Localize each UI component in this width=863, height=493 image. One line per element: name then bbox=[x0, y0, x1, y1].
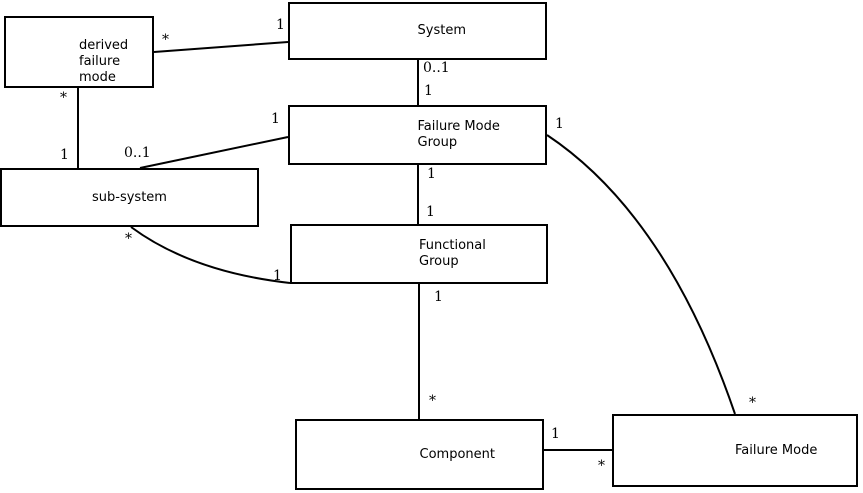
class-box-label: System bbox=[417, 23, 466, 38]
class-box-label: Functional Group bbox=[419, 238, 486, 269]
edge-failure-mode-group-to-failure-mode bbox=[546, 134, 736, 415]
class-box-functional-group: Functional Group bbox=[290, 224, 548, 284]
multiplicity-label: 1 bbox=[271, 111, 280, 127]
multiplicity-label: 0..1 bbox=[124, 145, 151, 161]
multiplicity-label: * bbox=[598, 458, 605, 474]
class-box-label: derived failure mode bbox=[79, 38, 129, 85]
multiplicity-label: 1 bbox=[273, 268, 282, 284]
multiplicity-label: 1 bbox=[555, 116, 564, 132]
class-box-component: Component bbox=[295, 419, 544, 490]
multiplicity-label: 1 bbox=[424, 83, 433, 99]
class-box-label: Failure Mode bbox=[735, 442, 818, 458]
edge-sub-system-to-functional-group bbox=[130, 226, 291, 284]
class-box-derived-failure-mode: derived failure mode bbox=[4, 16, 154, 88]
multiplicity-label: * bbox=[429, 393, 436, 409]
multiplicity-label: * bbox=[125, 231, 132, 247]
multiplicity-label: 1 bbox=[434, 289, 443, 305]
multiplicity-label: 1 bbox=[427, 166, 436, 182]
edge-derived-failure-mode-to-system bbox=[153, 41, 289, 53]
edge-sub-system-to-failure-mode-group bbox=[139, 136, 289, 169]
multiplicity-label: 1 bbox=[426, 204, 435, 220]
multiplicity-label: 1 bbox=[551, 426, 560, 442]
class-box-failure-mode-group: Failure Mode Group bbox=[288, 105, 547, 165]
class-box-label: sub-system bbox=[92, 189, 167, 205]
class-box-label: Failure Mode Group bbox=[417, 119, 500, 150]
multiplicity-label: 1 bbox=[60, 147, 69, 163]
multiplicity-label: * bbox=[749, 395, 756, 411]
multiplicity-label: * bbox=[162, 32, 169, 48]
class-box-sub-system: sub-system bbox=[0, 168, 259, 227]
class-box-system: System bbox=[288, 2, 547, 60]
multiplicity-label: 1 bbox=[276, 17, 285, 33]
class-box-label: Component bbox=[419, 446, 495, 462]
class-box-failure-mode: Failure Mode bbox=[612, 414, 858, 487]
multiplicity-label: * bbox=[60, 90, 67, 106]
multiplicity-label: 0..1 bbox=[423, 60, 450, 76]
